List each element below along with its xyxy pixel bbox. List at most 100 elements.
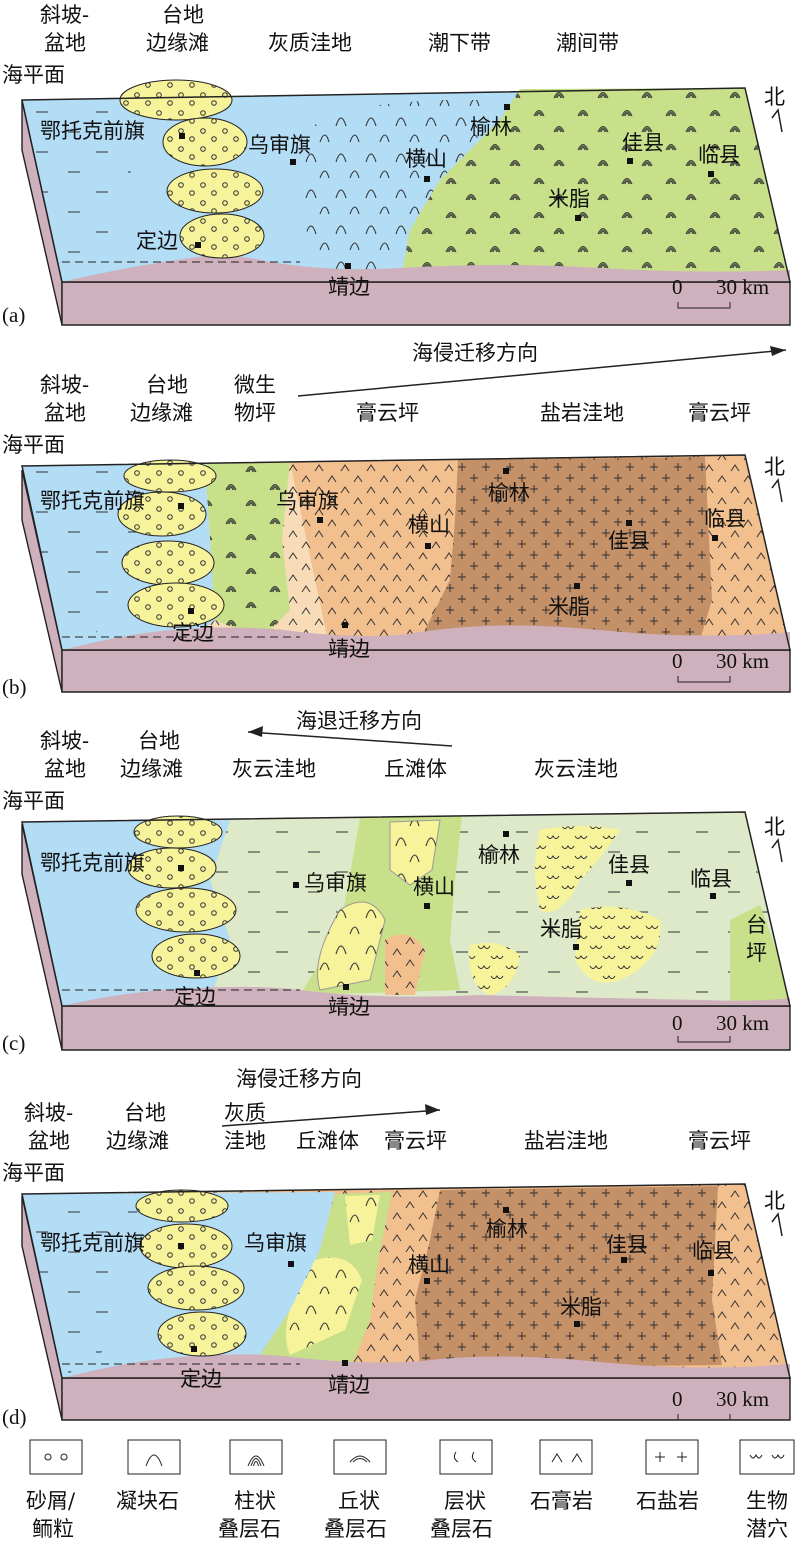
- halite-fill: [420, 457, 712, 640]
- place-etuokeqianqi: 鄂托克前旗: [40, 489, 145, 513]
- legend-label: 鲕粒: [32, 1517, 74, 1541]
- platform-flat: [730, 905, 790, 1006]
- migration-label: 海侵迁移方向: [236, 1067, 362, 1091]
- panel-b: 海侵迁移方向 斜坡- 盆地 台地 边缘滩 微生 物坪 膏云坪 盐岩洼地 膏云坪 …: [2, 341, 791, 699]
- scale-distance: 30 km: [716, 1011, 769, 1035]
- stromatolite-fill: [205, 462, 290, 640]
- sea-level-label: 海平面: [2, 1161, 65, 1185]
- header-gypsum-flat-2: 膏云坪: [688, 401, 751, 425]
- north-arrow-icon: [771, 1212, 783, 1237]
- mound-shoals: [317, 819, 441, 995]
- place-wushenqi: 乌审旗: [304, 871, 367, 895]
- header-salt-depression: 盐岩洼地: [540, 401, 624, 425]
- place-etuokeqianqi: 鄂托克前旗: [40, 851, 145, 875]
- legend-label: 砂屑/: [26, 1489, 76, 1513]
- header-margin-shoal: 边缘滩: [106, 1129, 169, 1153]
- header-platform: 台地: [146, 373, 188, 397]
- mound-stromatolite-icon: [333, 1439, 387, 1475]
- legend-label: 叠层石: [218, 1517, 281, 1541]
- legend-label: 潜穴: [746, 1517, 788, 1541]
- header-gypsum-flat: 膏云坪: [356, 401, 419, 425]
- place-dingbian: 定边: [172, 621, 214, 645]
- panel-c: 海退迁移方向 斜坡- 盆地 台地 边缘滩 灰云洼地 丘滩体 灰云洼地 海平面: [2, 709, 791, 1055]
- place-yulin: 榆林: [478, 843, 520, 867]
- scale-bar: [677, 1036, 731, 1043]
- halite-icon: [645, 1439, 699, 1475]
- header-gypsum-flat: 膏云坪: [384, 1129, 447, 1153]
- header-lime: 灰质: [224, 1101, 266, 1125]
- header-salt-depression: 盐岩洼地: [524, 1129, 608, 1153]
- place-jiaxian: 佳县: [606, 1233, 648, 1257]
- panel-tag: (c): [2, 1031, 25, 1055]
- north-label: 北: [764, 455, 785, 479]
- mound-shoals: [285, 1195, 380, 1355]
- sea-level-label: 海平面: [2, 63, 65, 87]
- legend-item-ooids: 砂屑/ 鲕粒: [26, 1439, 83, 1541]
- place-yulin: 榆林: [488, 481, 530, 505]
- north-arrow-icon: [771, 108, 783, 133]
- place-jingbian: 靖边: [328, 1373, 370, 1397]
- place-mizhi: 米脂: [540, 917, 582, 941]
- header-margin-shoal: 边缘滩: [130, 401, 193, 425]
- scale-zero: 0: [672, 1011, 683, 1035]
- panel-a: 斜坡- 盆地 台地 边缘滩 灰质洼地 潮下带 潮间带 海平面: [2, 3, 791, 327]
- header-margin-shoal: 边缘滩: [146, 31, 209, 55]
- block-top-outline: [21, 1183, 791, 1379]
- place-dingbian: 定边: [136, 229, 178, 253]
- legend-label: 层状: [444, 1489, 486, 1513]
- scale-distance: 30 km: [716, 1387, 769, 1411]
- scale-zero: 0: [672, 649, 683, 673]
- legend-label: 石膏岩: [530, 1489, 593, 1513]
- legend: 砂屑/ 鲕粒 凝块石 柱状 叠层石 丘状 叠层石 层状 叠层石: [26, 1439, 795, 1541]
- place-markers: [178, 1207, 714, 1366]
- scale-zero: 0: [672, 275, 683, 299]
- header-mound-shoal: 丘滩体: [296, 1129, 359, 1153]
- scale-bar: [677, 1414, 731, 1421]
- thrombolite-fill: [300, 100, 500, 270]
- header-microbial: 微生: [234, 373, 276, 397]
- north-label: 北: [764, 85, 785, 109]
- legend-label: 柱状: [234, 1489, 276, 1513]
- burrow-icon: [739, 1439, 795, 1475]
- panel-tag: (d): [2, 1405, 27, 1429]
- legend-label: 叠层石: [430, 1517, 493, 1541]
- basin-dash-fill: [22, 98, 140, 282]
- place-wushenqi: 乌审旗: [248, 133, 311, 157]
- place-etuokeqianqi: 鄂托克前旗: [40, 1231, 145, 1255]
- panel-d: 海侵迁移方向 斜坡- 盆地 台地 边缘滩 灰质 洼地 丘滩体 膏云坪 盐岩洼地 …: [2, 1067, 791, 1429]
- place-wushenqi: 乌审旗: [276, 489, 339, 513]
- block-top-outline: [21, 811, 791, 1007]
- header-slope: 斜坡-: [40, 729, 89, 753]
- place-platform-1: 台: [746, 913, 767, 937]
- place-jingbian: 靖边: [328, 995, 370, 1019]
- basement-surface: [62, 625, 790, 650]
- legend-label: 叠层石: [324, 1517, 387, 1541]
- place-linxian: 临县: [692, 1239, 734, 1263]
- migration-label: 海侵迁移方向: [412, 341, 538, 365]
- header-gypsum-flat-2: 膏云坪: [688, 1129, 751, 1153]
- place-yulin: 榆林: [470, 115, 512, 139]
- header-subtidal: 潮下带: [428, 31, 491, 55]
- place-jiaxian: 佳县: [622, 131, 664, 155]
- migration-label: 海退迁移方向: [296, 709, 422, 733]
- place-mizhi: 米脂: [548, 187, 590, 211]
- north-label: 北: [764, 1189, 785, 1213]
- place-jingbian: 靖边: [328, 275, 370, 299]
- basement-surface: [62, 986, 790, 1006]
- place-hengshan: 横山: [413, 875, 455, 899]
- gypsum-icon: [539, 1439, 593, 1475]
- place-linxian: 临县: [698, 143, 740, 167]
- legend-label: 生物: [746, 1489, 788, 1513]
- shoal-lenses: [135, 1189, 247, 1357]
- legend-label: 石盐岩: [636, 1489, 699, 1513]
- panel-tag: (b): [2, 675, 27, 699]
- place-hengshan: 横山: [405, 147, 447, 171]
- header-slope: 斜坡-: [24, 1101, 73, 1125]
- place-yulin: 榆林: [486, 1217, 528, 1241]
- header-dolomite-depression: 灰云洼地: [232, 757, 316, 781]
- migration-arrow: [297, 349, 787, 397]
- place-linxian: 临县: [690, 867, 732, 891]
- header-lime-depression: 灰质洼地: [268, 31, 352, 55]
- legend-item-mound-stromatolite: 丘状 叠层石: [324, 1439, 387, 1541]
- shoal-lenses: [127, 815, 241, 979]
